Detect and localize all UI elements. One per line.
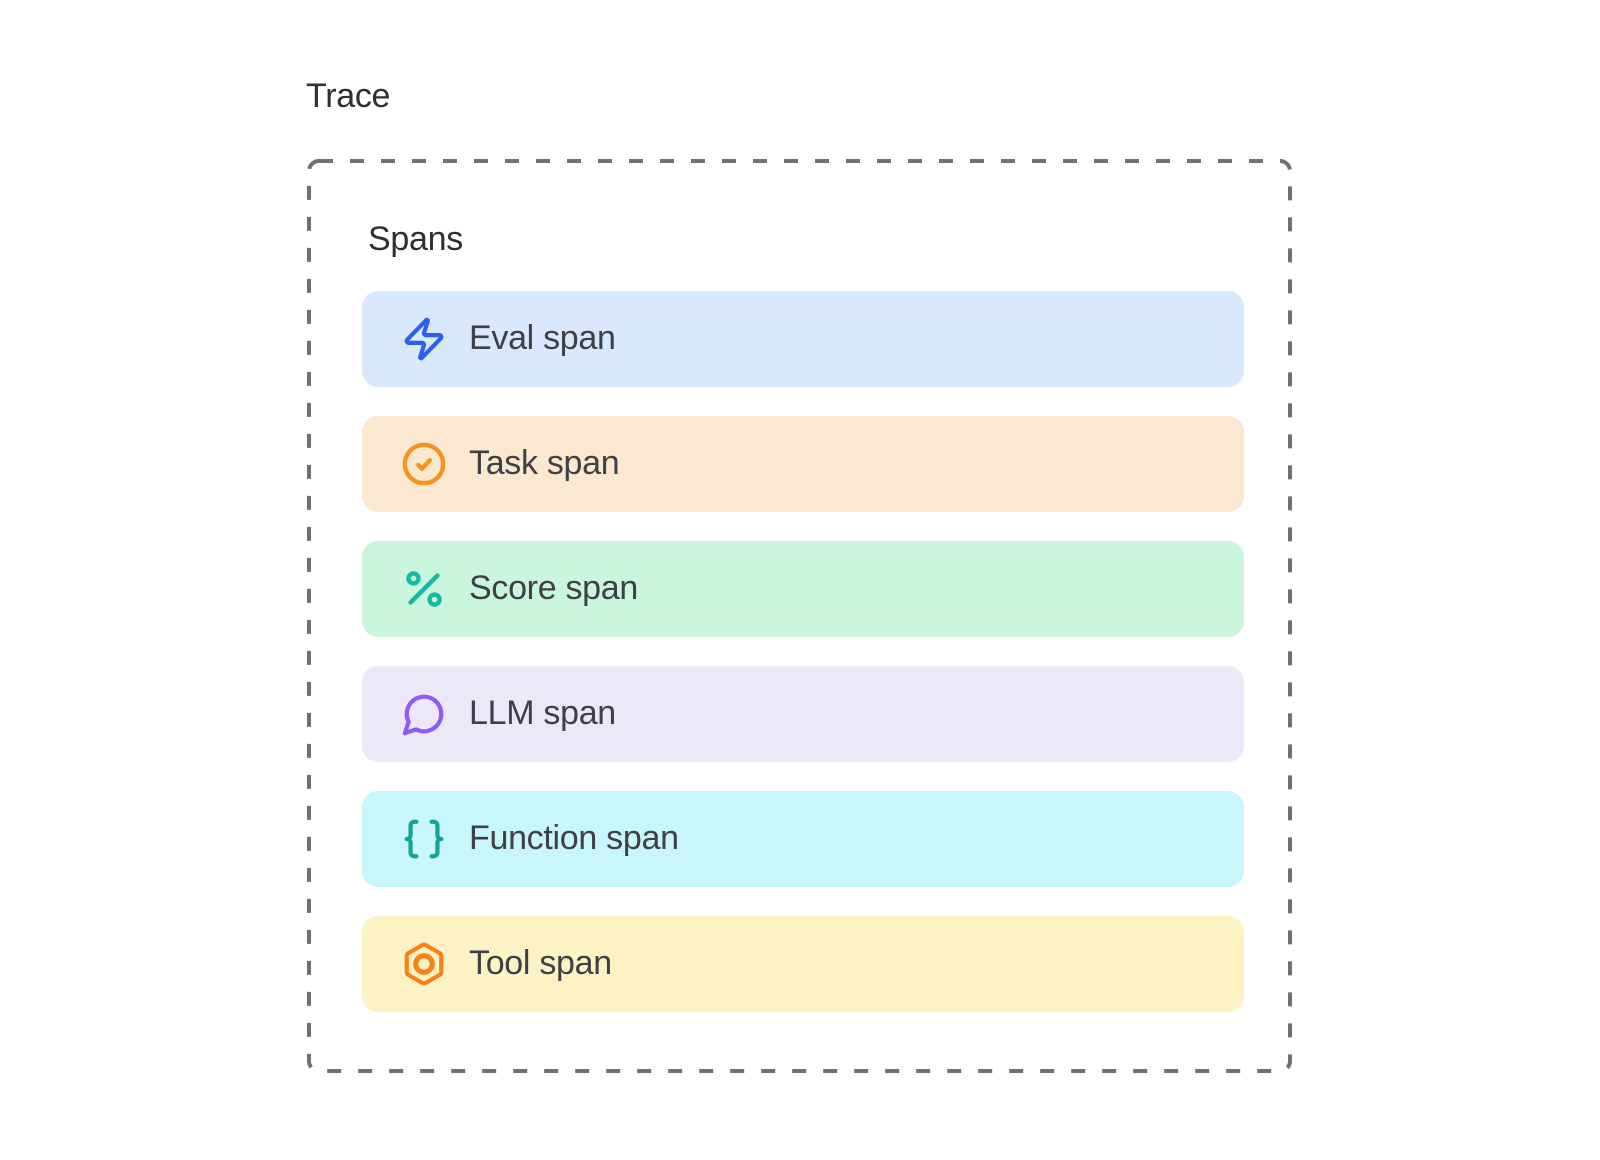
span-row-function: Function span [362,791,1244,887]
span-row-task: Task span [362,416,1244,512]
span-row-score: Score span [362,541,1244,637]
span-row-label: Score span [469,569,638,607]
braces-icon [404,819,444,859]
span-list: Eval span Task span Score span [362,291,1244,1012]
trace-title: Trace [306,77,391,115]
span-row-label: Tool span [469,944,612,982]
circle-check-icon [402,442,446,486]
zap-icon [404,317,444,361]
dashed-border [307,159,1292,1073]
hexagon-nut-icon [404,942,444,986]
span-row-eval: Eval span [362,291,1244,387]
span-row-llm: LLM span [362,666,1244,762]
percent-icon [406,571,442,607]
span-row-label: Task span [469,444,620,482]
message-circle-icon [402,694,444,736]
trace-box: Spans Eval span Task span [307,159,1292,1073]
spans-title: Spans [368,220,463,258]
span-row-label: LLM span [469,694,616,732]
span-row-label: Eval span [469,319,616,357]
span-row-tool: Tool span [362,916,1244,1012]
span-row-label: Function span [469,819,679,857]
